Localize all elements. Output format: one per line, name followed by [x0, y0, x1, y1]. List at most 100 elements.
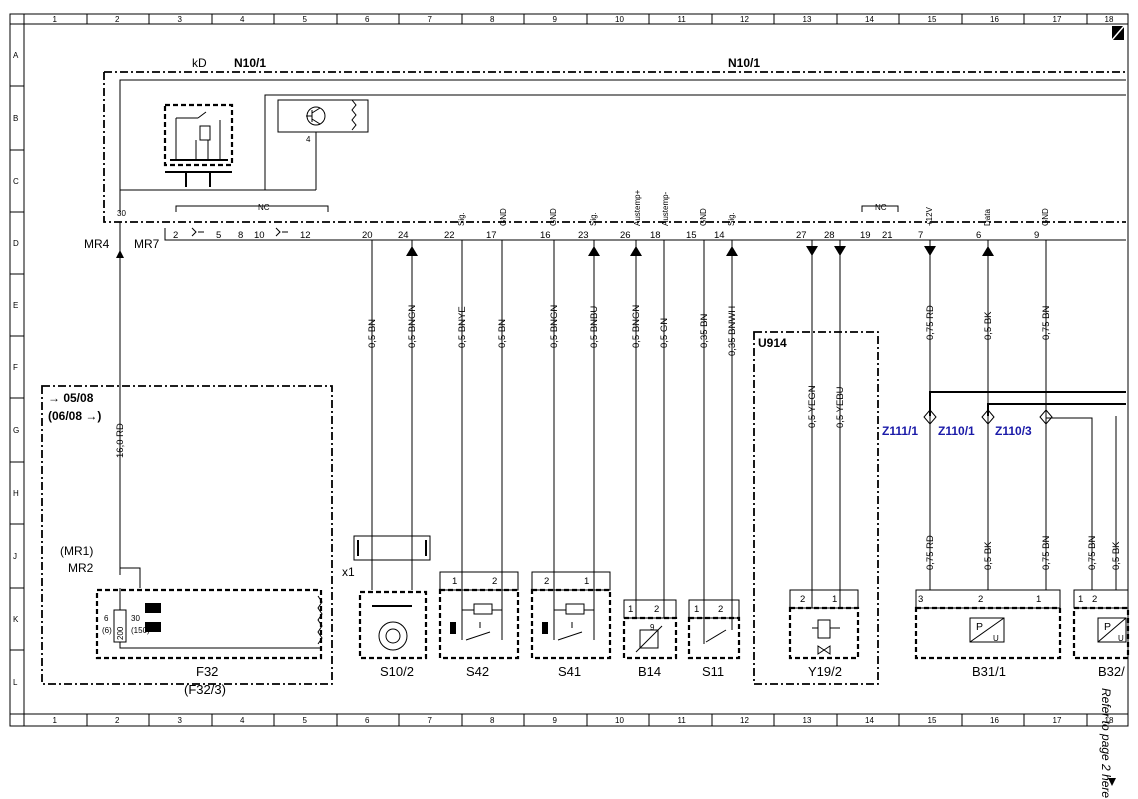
grid-col-bottom: 16 [990, 716, 999, 725]
grid-col-bottom: 5 [303, 716, 308, 725]
component-b32: 1 2 P U B32/ [1072, 589, 1130, 679]
connector-pin: 21 [882, 230, 893, 241]
label-b32: B32/ [1098, 664, 1125, 679]
switch-resistor-icon-2 [565, 603, 585, 615]
module-u914: U914 [753, 331, 879, 685]
grid-col-bottom: 12 [740, 716, 749, 725]
pin-left-2: 2 [173, 230, 178, 241]
label-y19-2: Y19/2 [808, 664, 842, 679]
grid-row-label: H [13, 489, 19, 498]
s41-pin-2: 2 [544, 576, 549, 587]
grid-col-top: 8 [490, 15, 495, 24]
b32-symbol-p: P [1104, 621, 1111, 633]
mr-labels: MR4 MR7 [84, 222, 160, 575]
wire-arrow [982, 246, 994, 256]
wire-label: 0,5 BN [497, 319, 508, 348]
wire-label: 0,5 BN [367, 319, 378, 348]
grid-col-top: 5 [303, 15, 308, 24]
pin-left-8: 8 [238, 230, 243, 241]
grid-col-bottom: 9 [553, 716, 558, 725]
wire-arrow [924, 246, 936, 256]
grid-row-label: C [13, 177, 19, 186]
label-version-05-08: → 05/08 [48, 391, 94, 405]
b31-symbol-p: P [976, 621, 983, 633]
nc-left: NC [258, 203, 270, 212]
s42-pin-1: 1 [452, 576, 457, 587]
label-mr7: MR7 [134, 237, 160, 251]
connector-x1: x1 [342, 535, 431, 579]
b31-pin-1: 1 [1036, 594, 1041, 605]
f32-rating: 200 [116, 626, 125, 640]
connector-pin: 6 [976, 230, 981, 241]
wire-arrow [806, 246, 818, 256]
label-u914: U914 [758, 336, 787, 350]
b32-pin-1: 1 [1078, 594, 1083, 605]
grid-col-top: 15 [928, 15, 937, 24]
grid-col-bottom: 10 [615, 716, 624, 725]
connector-pin: 15 [686, 230, 697, 241]
splice-point [923, 409, 937, 425]
b14-pin-1: 1 [628, 604, 633, 615]
label-s42: S42 [466, 664, 489, 679]
signal-label: GND [549, 208, 558, 226]
component-y19-2: 2 1 Y19/2 [788, 589, 860, 679]
grid-col-bottom: 18 [1105, 716, 1114, 725]
label-mr2: MR2 [68, 561, 94, 575]
grid-row-label: E [13, 301, 18, 310]
footnote-refer-page: Refer to page 2 here [1099, 688, 1113, 798]
grid-col-top: 2 [115, 15, 120, 24]
ground-icon-2 [145, 622, 161, 632]
grid-col-bottom: 14 [865, 716, 874, 725]
label-n10-1-main: N10/1 [728, 56, 760, 70]
grid-column-ticks [23, 14, 1129, 726]
label-n10-1-left: N10/1 [234, 56, 266, 70]
grid-row-label: D [13, 239, 19, 248]
grid-col-bottom: 3 [178, 716, 183, 725]
valve-icon [817, 619, 831, 639]
splice-z110-3: Z110/3 [995, 424, 1032, 438]
splice-point [981, 409, 995, 425]
splice-z111-1: Z111/1 [882, 424, 918, 438]
connector-pin: 16 [540, 230, 551, 241]
signal-label: +12V [925, 206, 934, 226]
wire-label: 0,5 YEGN [807, 385, 818, 428]
f32-pin-150: (150) [131, 626, 150, 635]
wire-arrow [834, 246, 846, 256]
wire-label: 0,5 GN [659, 318, 670, 348]
grid-col-top: 18 [1105, 15, 1114, 24]
relay-box [163, 103, 234, 167]
fuse-area-f32: → 05/08 (06/08 →) (MR1) MR2 6 (6) 200 30… [41, 385, 333, 697]
grid-col-bottom: 17 [1053, 716, 1062, 725]
connector-pin: 27 [796, 230, 807, 241]
grid-col-top: 1 [53, 15, 58, 24]
wire-label: 0,75 RD [925, 305, 936, 340]
pin-left-5: 5 [216, 230, 221, 241]
ground-icon [145, 603, 161, 613]
grid-col-bottom: 11 [678, 716, 687, 725]
grid-col-top: 10 [615, 15, 624, 24]
connector-pin: 7 [918, 230, 923, 241]
connector-pin: 28 [824, 230, 835, 241]
grid-col-bottom: 2 [115, 716, 120, 725]
wire-label: 0,5 BNGN [631, 305, 642, 348]
grid-col-top: 17 [1053, 15, 1062, 24]
connector-pin: 9 [1034, 230, 1039, 241]
grid-col-bottom: 8 [490, 716, 495, 725]
pin-4: 4 [306, 135, 311, 144]
pin-left-12: 12 [300, 230, 311, 241]
component-b31-1: 3 2 1 P U B31/1 [914, 589, 1062, 679]
transistor-box [277, 99, 369, 133]
f32-pin-30: 30 [131, 614, 140, 623]
switch-icon [703, 618, 733, 644]
s42-pin-2: 2 [492, 576, 497, 587]
grid-row-label: K [13, 615, 19, 624]
grid-row-ticks [10, 23, 24, 715]
y19-pin-1: 1 [832, 594, 837, 605]
control-unit-n10-1: kD N10/1 N10/1 4 30 NC NC [103, 56, 1126, 223]
signal-label: Sig. [589, 212, 598, 226]
s11-pin-2: 2 [718, 604, 723, 615]
